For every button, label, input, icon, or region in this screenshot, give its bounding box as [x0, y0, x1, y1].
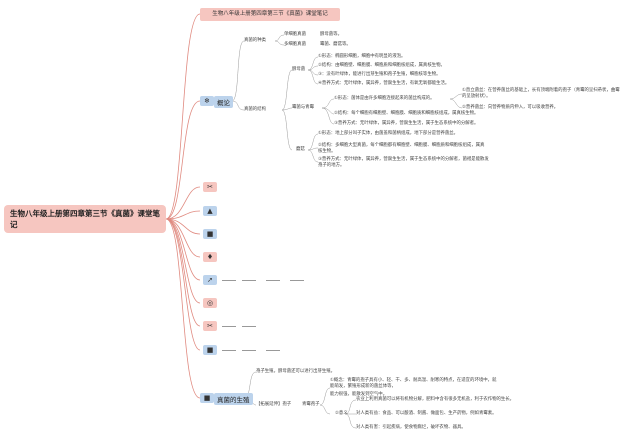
impact-label: ②意义	[335, 411, 348, 416]
unicellular-label: 单细胞真菌	[284, 32, 306, 37]
types-label: 真菌的种类	[244, 38, 266, 43]
scissors-icon[interactable]: ✂	[203, 321, 217, 331]
drop-icon[interactable]: ▲	[203, 206, 217, 216]
mold-item: ①形态：菌体是由许多细胞连接起来的菌丝构成的。	[334, 96, 435, 101]
mold-item: ③营养方式：无叶绿体，属异养，营腐生生活，属于生态系统中的分解者。	[334, 121, 479, 126]
yeast-item: ④营养方式：无叶绿体，属异养，营腐生生活，有氧无氧都能生活。	[318, 81, 450, 86]
branch-line	[242, 280, 256, 281]
impact-item: 对人类有害：引起疾病，使食物腐烂，破坏衣物、器具。	[356, 425, 466, 430]
multicellular-desc: 霉菌、蘑菇等。	[320, 42, 351, 47]
square-icon[interactable]: ■	[203, 229, 217, 239]
mushroom-label: 蘑菇	[296, 147, 305, 152]
multicellular-label: 多细胞真菌	[284, 42, 306, 47]
flame-icon[interactable]: ♦	[203, 252, 217, 262]
mold-item: ②结构：每个细胞有细胞壁、细胞膜、细胞质和细胞核组成，属真核生物。	[334, 111, 479, 116]
top-note[interactable]: 生物八年级上册第四章第三节《真菌》课堂笔记	[200, 8, 340, 21]
yeast-item: ①形态：椭圆形细胞，细胞中有明显的液泡。	[318, 54, 406, 59]
mold-note-b: ②营养菌丝：向营养物质内伸入，可以吸收营养。	[462, 105, 559, 110]
yeast-item: ②结构：由细胞壁、细胞膜、细胞质和细胞核组成，属真核生物。	[318, 63, 445, 68]
branch-line	[222, 326, 236, 327]
branch-line	[222, 350, 236, 351]
snowflake-icon: ❄	[200, 96, 214, 106]
rocket-icon[interactable]: ➚	[203, 275, 217, 285]
impact-item: 对人类有益：食品、可以酿酒、制酱、做面包、生产药物，例如青霉素。	[356, 411, 497, 416]
life-intro: 孢子生殖。酵母菌还可以进行出芽生殖。	[256, 369, 336, 374]
mushroom-item: ①形态：地上部分叫子实体，由菌盖和菌柄组成，地下部分是营养菌丝。	[318, 131, 459, 136]
root-title: 生物八年级上册第四章第三节《真菌》课堂笔记	[10, 209, 160, 229]
impact-item: 农业上利用真菌可以将有机物分解，肥料中含有很多无机盐，利于农作物的生长。	[356, 397, 515, 402]
branch-line	[266, 280, 280, 281]
mold-label: 霉菌与青霉	[292, 105, 314, 110]
spore-label: 【拓展延伸】孢子	[256, 402, 292, 407]
square3-icon: ■	[200, 393, 214, 403]
root-node[interactable]: 生物八年级上册第四章第三节《真菌》课堂笔记	[4, 205, 166, 233]
mushroom-item: ②结构：多细胞大型真菌，每个细胞都有细胞壁、细胞膜、细胞质和细胞核组成，属真核生…	[318, 143, 485, 154]
mold-note-a: ①直立菌丝：在营养菌丝的基础上，长有顶端附着的孢子（青霉的呈扫帚状，曲霉的呈放射…	[462, 88, 620, 99]
tools-icon[interactable]: ✂	[203, 182, 217, 192]
square2-icon[interactable]: ■	[203, 345, 217, 355]
spore-main: 青霉孢子	[302, 402, 320, 407]
unicellular-desc: 酵母菌等。	[320, 32, 342, 37]
branch-line	[290, 280, 304, 281]
yeast-item: ③：没有叶绿体，能进行出芽生殖和孢子生殖，细胞核等生物。	[318, 72, 441, 77]
yeast-label: 酵母菌	[292, 67, 306, 72]
spore-note2: 能力很强，能散发到空气中。	[330, 392, 388, 397]
overview-label[interactable]: 概论	[214, 96, 233, 108]
mushroom-item: ③营养方式：无叶绿体，属异养，营腐生生活，属于生态系统中的分解者，菌褶是能散发孢…	[318, 157, 489, 168]
target-icon[interactable]: ◎	[203, 298, 217, 308]
top-note-text: 生物八年级上册第四章第三节《真菌》课堂笔记	[212, 11, 328, 17]
branch-line	[242, 326, 256, 327]
branch-line	[242, 350, 256, 351]
spore-note: ①概念：青霉的孢子具有小、轻、干、多、耐高温、耐寒的特点，在适宜的环境中，就能萌…	[330, 378, 497, 389]
branch-line	[266, 350, 280, 351]
life-label[interactable]: 真菌的生殖	[214, 393, 253, 405]
structure-label: 真菌的结构	[244, 107, 266, 112]
branch-line	[222, 280, 236, 281]
